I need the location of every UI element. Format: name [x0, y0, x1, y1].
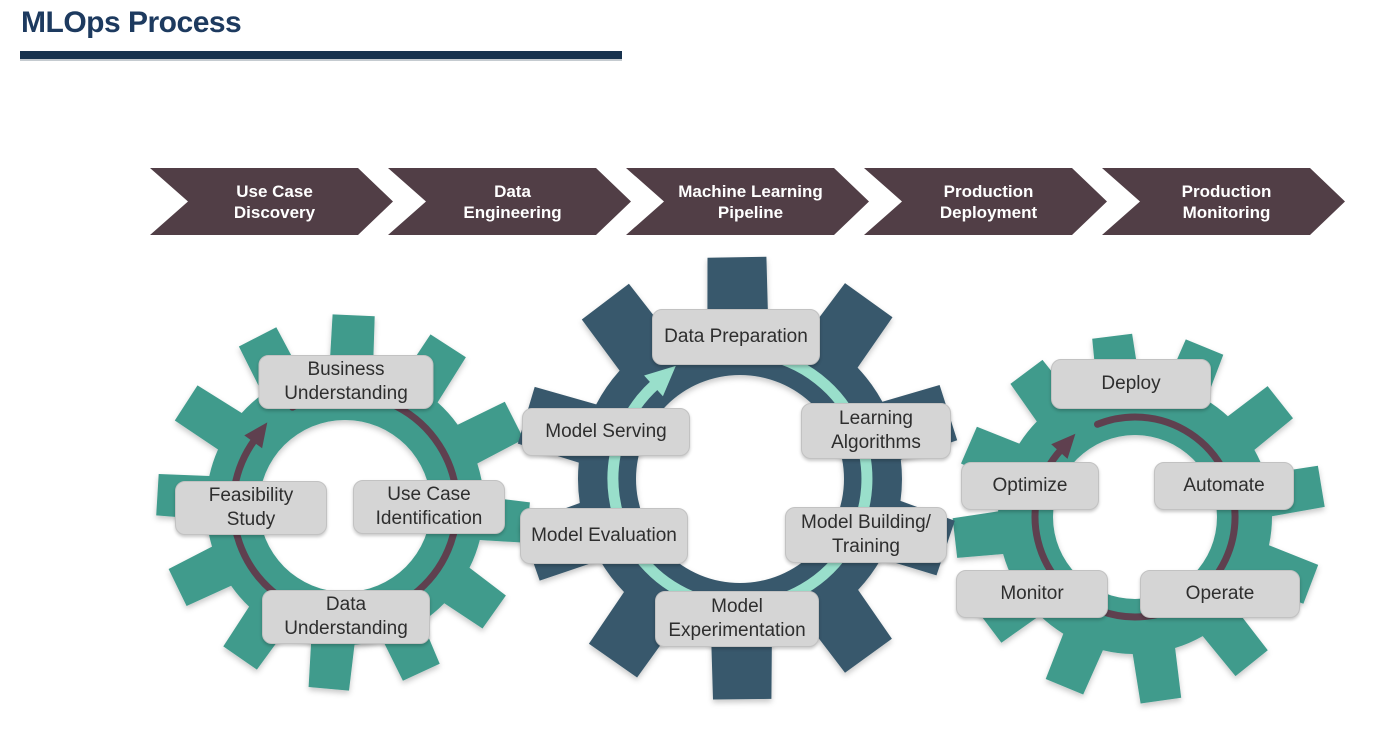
gear-use-case-discovery-cycle-arrowhead: [244, 422, 268, 449]
phase-label-line1: Production: [943, 181, 1034, 201]
step-business-understanding: Business Understanding: [258, 355, 434, 409]
step-model-serving: Model Serving: [522, 408, 690, 456]
step-optimize: Optimize: [961, 462, 1099, 510]
phase-label-line2: Monitoring: [1182, 202, 1271, 222]
gear-machine-learning-pipeline: [517, 256, 958, 700]
step-deploy: Deploy: [1051, 359, 1211, 409]
phase-label-line1: Data: [494, 181, 531, 201]
phase-label-line2: Engineering: [463, 202, 562, 222]
step-data-preparation: Data Preparation: [652, 309, 820, 365]
phase-use-case-discovery: Use Case Discovery: [150, 168, 393, 235]
gear-machine-learning-pipeline-body: [517, 256, 958, 700]
phase-machine-learning-pipeline: Machine Learning Pipeline: [626, 168, 869, 235]
step-model-experimentation: Model Experimentation: [655, 591, 819, 647]
step-model-building-training: Model Building/ Training: [785, 507, 947, 563]
page-title: MLOps Process: [21, 6, 242, 39]
phase-production-deployment: Production Deployment: [864, 168, 1107, 235]
step-model-evaluation: Model Evaluation: [520, 508, 688, 564]
phase-label-line1: Use Case: [236, 181, 313, 201]
gear-use-case-discovery-body: [156, 314, 530, 691]
title-underline: [20, 51, 622, 59]
gear-machine-learning-pipeline-cycle-arrowhead: [644, 365, 676, 397]
step-feasibility-study: Feasibility Study: [175, 481, 327, 535]
phase-label-line2: Pipeline: [717, 202, 784, 222]
step-learning-algorithms: Learning Algorithms: [801, 403, 951, 459]
step-automate: Automate: [1154, 462, 1294, 510]
step-operate: Operate: [1140, 570, 1300, 618]
phase-label-line1: Production: [1181, 181, 1272, 201]
phase-production-monitoring: Production Monitoring: [1102, 168, 1345, 235]
step-data-understanding: Data Understanding: [262, 590, 430, 644]
gear-production-cycle-arrowhead: [1051, 433, 1076, 459]
phase-label-line2: Deployment: [939, 202, 1038, 222]
phase-label-line1: Machine Learning: [678, 181, 823, 201]
gear-machine-learning-pipeline-cycle-arrow: [607, 346, 873, 612]
step-use-case-identification: Use Case Identification: [353, 480, 505, 534]
step-monitor: Monitor: [956, 570, 1108, 618]
phase-data-engineering: Data Engineering: [388, 168, 631, 235]
phase-label-line2: Discovery: [233, 202, 316, 222]
